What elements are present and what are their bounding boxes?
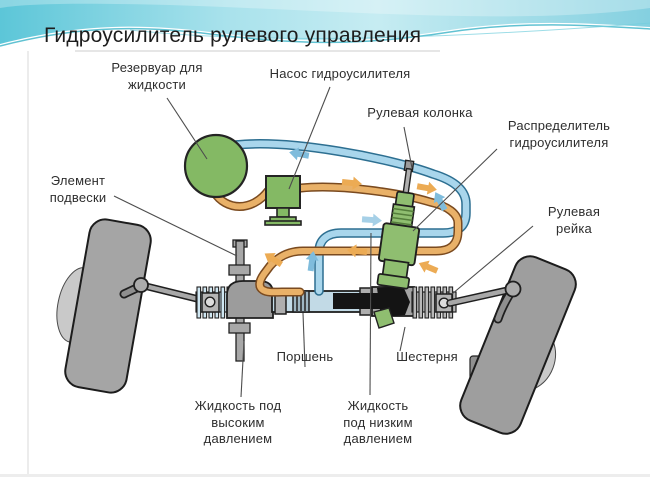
- label-low-pressure: Жидкость под низким давлением: [343, 398, 413, 447]
- leader-lines: [113, 86, 534, 398]
- label-gear: Шестерня: [396, 349, 458, 364]
- left-rod-end-eye: [204, 296, 216, 308]
- power-steering-pump: [264, 175, 302, 226]
- label-pump: Насос гидроусилителя: [269, 66, 411, 81]
- pinion-shaft-end: [373, 307, 395, 329]
- flow-arrows: [264, 147, 448, 274]
- left-wheel-tire: [64, 218, 152, 394]
- leader-rack: [451, 225, 534, 295]
- flow-arrow-orange-supply-2: [416, 181, 437, 195]
- leader-suspension: [113, 195, 238, 257]
- leader-high-pressure: [240, 340, 245, 398]
- label-piston: Поршень: [276, 349, 334, 364]
- leader-steering-column: [403, 126, 413, 169]
- leader-gear: [399, 326, 406, 352]
- left-ball-joint: [133, 277, 149, 293]
- flow-arrow-blue-mid-right: [361, 213, 382, 227]
- steering-column-distributor: [376, 159, 421, 290]
- label-distributor: Распределитель гидроусилителя: [507, 118, 611, 150]
- leader-piston: [302, 312, 306, 368]
- slide-title: Гидроусилитель рулевого управления: [44, 24, 422, 47]
- distributor-lower-collar: [376, 273, 410, 290]
- label-steering-column: Рулевая колонка: [367, 105, 473, 120]
- banner-accent-line-2: [129, 22, 650, 39]
- flow-arrow-orange-to-rack: [264, 253, 284, 267]
- leader-reservoir: [166, 97, 208, 160]
- label-reservoir: Резервуар для жидкости: [111, 60, 203, 92]
- label-suspension: Элемент подвески: [49, 173, 107, 205]
- leader-low-pressure: [369, 232, 372, 396]
- bottom-edge-shade: [0, 474, 650, 477]
- hoses: [209, 139, 471, 297]
- right-ball-joint: [504, 280, 522, 298]
- right-wheel-tire: [459, 255, 577, 435]
- column-shaft: [402, 167, 413, 196]
- flow-arrow-blue-from-rack: [305, 251, 319, 272]
- leader-pump: [288, 86, 331, 190]
- label-high-pressure: Жидкость под высоким давлением: [194, 398, 282, 447]
- label-rack: Рулевая рейка: [547, 204, 601, 236]
- column-ribbed-joint: [389, 203, 416, 230]
- flow-arrow-blue-return: [289, 147, 310, 161]
- banner-highlight-wave: [0, 0, 650, 17]
- fluid-reservoir: [183, 133, 249, 199]
- flow-arrow-blue-loop-up: [433, 192, 448, 212]
- flow-arrow-orange-return-left: [347, 244, 368, 258]
- top-wave-banner: [0, 0, 650, 62]
- flow-arrow-orange-loop-out: [418, 260, 439, 274]
- leader-distributor: [412, 148, 498, 232]
- banner-accent-line: [0, 24, 650, 47]
- flow-arrow-orange-supply-1: [341, 176, 362, 190]
